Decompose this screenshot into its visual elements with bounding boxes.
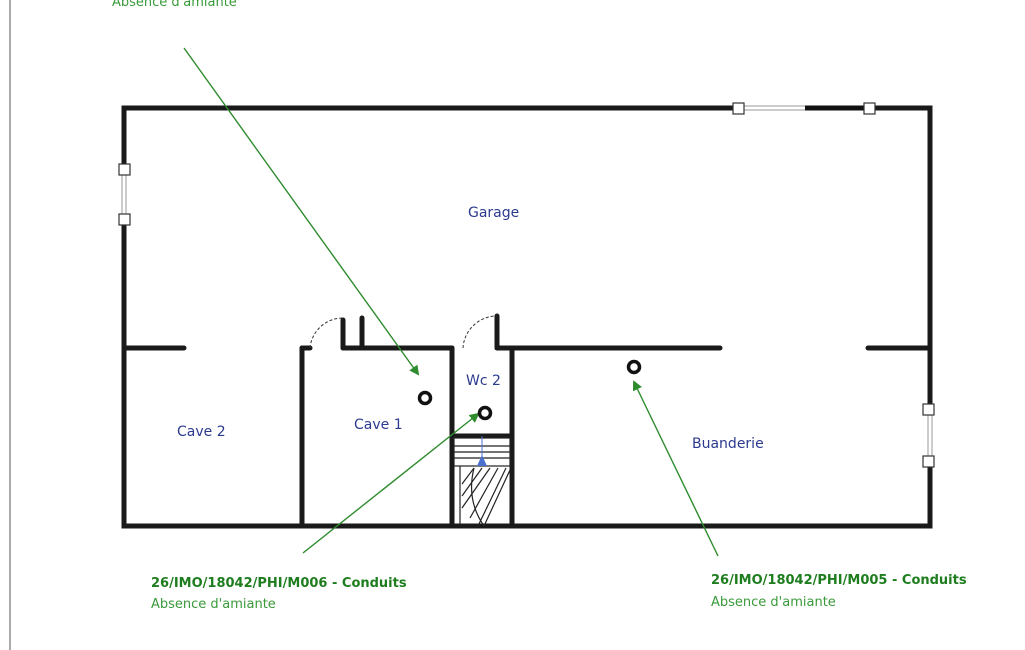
annotation-m005-sub: Absence d'amiante <box>711 595 836 610</box>
annotation-m005-code: 26/IMO/18042/PHI/M005 - Conduits <box>711 573 967 588</box>
leader-line-m005 <box>632 380 719 557</box>
room-label-buanderie: Buanderie <box>692 436 764 452</box>
room-label-garage: Garage <box>468 205 520 221</box>
stair-arrow-icon <box>477 455 487 466</box>
leader-line-top <box>183 47 420 376</box>
window-top <box>732 102 876 115</box>
annotation-top-sub: Absence d'amiante <box>112 0 237 10</box>
leader-line-m006 <box>302 412 480 554</box>
interior-walls <box>121 313 933 529</box>
door-swing-icon <box>309 315 498 349</box>
room-label-wc2: Wc 2 <box>466 373 501 389</box>
ring-marker-icon <box>417 390 433 406</box>
window-left <box>118 163 131 226</box>
window-right <box>922 403 935 468</box>
outer-walls <box>121 105 933 529</box>
annotation-m006-code: 26/IMO/18042/PHI/M006 - Conduits <box>151 576 407 591</box>
sample-markers <box>417 359 642 421</box>
ring-marker-icon <box>477 405 493 421</box>
ring-marker-icon <box>626 359 642 375</box>
room-label-cave2: Cave 2 <box>177 424 226 440</box>
room-label-cave1: Cave 1 <box>354 417 403 433</box>
annotation-m006-sub: Absence d'amiante <box>151 597 276 612</box>
